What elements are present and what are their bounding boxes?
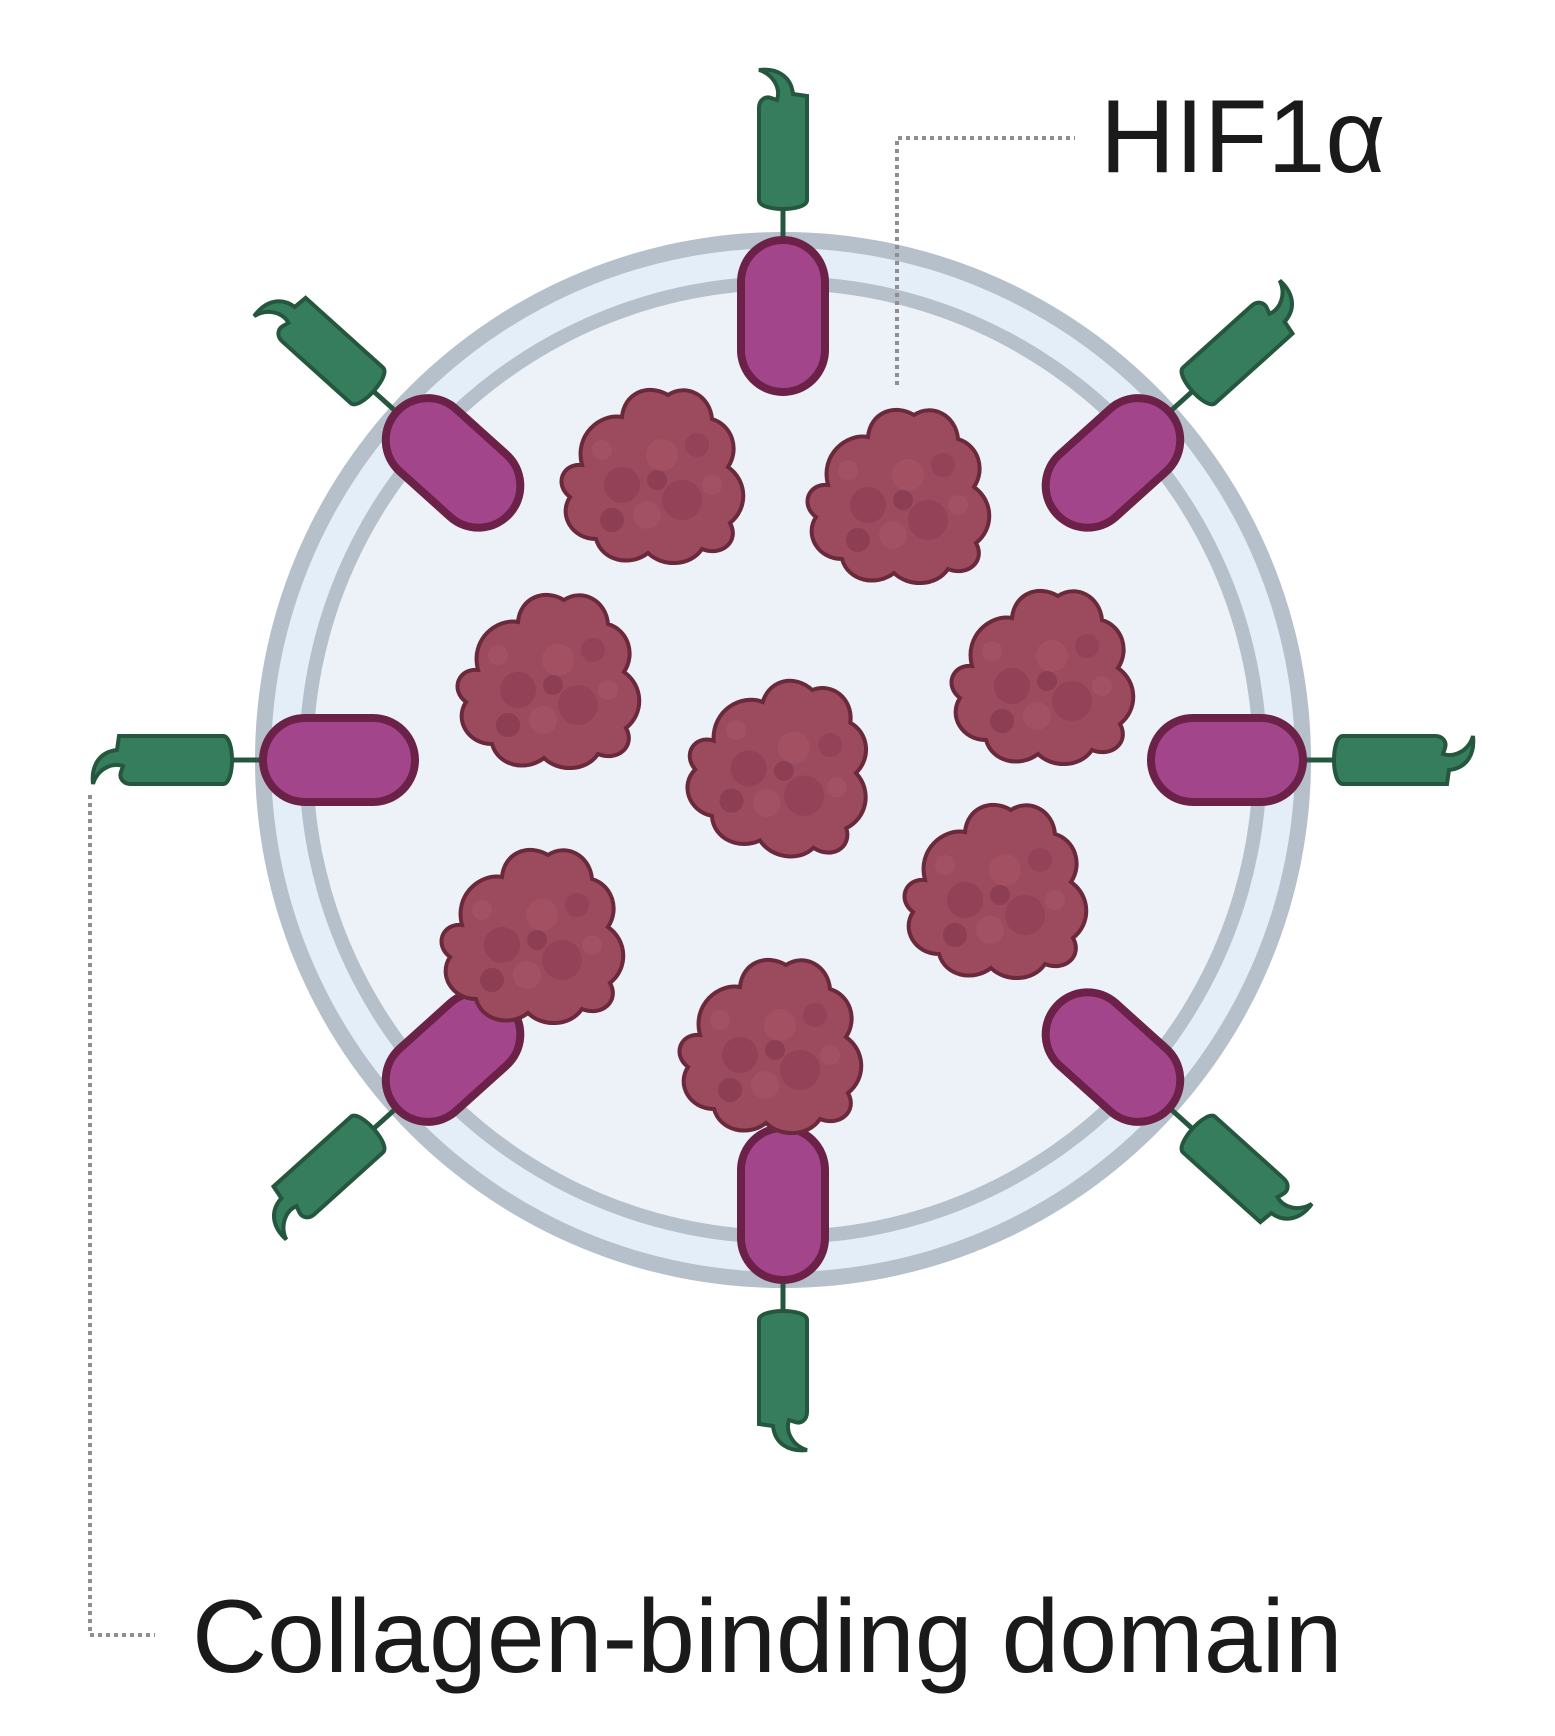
domain-label: Collagen-binding domain: [192, 1579, 1343, 1695]
cargo-label: HIF1α: [1100, 79, 1386, 195]
domain-leader-line: [88, 795, 155, 1637]
membrane-anchor-icon: [93, 718, 415, 802]
membrane-anchor-icon: [741, 70, 825, 392]
cargo-leader-line: [895, 136, 1075, 385]
membrane-anchor-icon: [1151, 718, 1473, 802]
membrane-anchor-icon: [741, 1128, 825, 1450]
